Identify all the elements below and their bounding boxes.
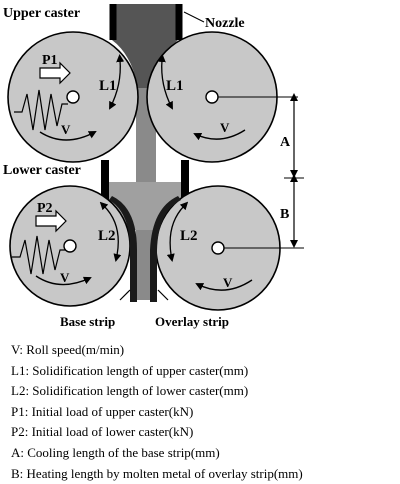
lower-spring-icon: [12, 235, 66, 275]
v-label-lower-right: V: [223, 275, 233, 290]
nozzle-label: Nozzle: [205, 16, 245, 31]
legend-line-p1: P1: Initial load of upper caster(kN): [11, 403, 194, 419]
lower-right-wall: [181, 160, 189, 200]
upper-left-roll-center: [66, 90, 80, 104]
l2-left-arrow: [99, 201, 122, 262]
legend-line-p2: P2: Initial load of lower caster(kN): [11, 424, 194, 440]
overlay-strip-label: Overlay strip: [155, 314, 229, 329]
v-label-upper-left: V: [61, 122, 71, 137]
v-label-upper-right: V: [220, 120, 230, 135]
base-strip: [109, 196, 137, 302]
legend-line-a: A: Cooling length of the base strip(mm): [11, 444, 220, 460]
upper-spring-icon: [14, 89, 68, 131]
legend-line-v: V: Roll speed(m/min): [11, 342, 125, 357]
l2-right-label: L2: [180, 228, 198, 244]
legend-line-b: B: Heating length by molten metal of ove…: [11, 465, 303, 481]
l1-right-arrow: [157, 54, 173, 110]
nozzle: [112, 4, 178, 88]
rotation-arrow-lower-right: [195, 279, 253, 291]
legend-line-l2: L2: Solidification length of lower caste…: [11, 383, 249, 399]
l1-right-label: L1: [166, 78, 184, 94]
flow-arrow-right: [157, 289, 169, 301]
legend-line-l1: L1: Solidification length of upper caste…: [11, 362, 249, 378]
lower-left-roll-center: [63, 239, 77, 253]
v-label-lower-left: V: [60, 270, 70, 285]
p1-arrow-icon: [39, 61, 71, 85]
p2-arrow-icon: [35, 209, 67, 233]
legend: V: Roll speed(m/min) L1: Solidification …: [11, 340, 396, 484]
lower-right-roll-center: [211, 241, 225, 255]
twin-roll-caster-diagram: Upper caster Lower caster Nozzle Base st…: [3, 4, 304, 329]
upper-caster-label: Upper caster: [3, 6, 80, 21]
dim-b-label: B: [280, 207, 289, 222]
dim-a-label: A: [280, 135, 291, 150]
l1-left-arrow: [109, 54, 125, 110]
base-strip-label: Base strip: [60, 314, 115, 329]
p1-label: P1: [42, 53, 58, 68]
upper-right-roll-center: [205, 90, 219, 104]
nozzle-leader: [183, 11, 205, 23]
p2-label: P2: [37, 201, 53, 216]
l2-right-arrow: [166, 201, 189, 262]
flow-arrow-left: [119, 289, 131, 301]
rotation-arrow-upper-left: [39, 131, 97, 141]
lower-caster-label: Lower caster: [3, 163, 81, 178]
rotation-arrow-upper-right: [193, 129, 246, 141]
overlay-strip: [150, 196, 181, 302]
l1-left-label: L1: [99, 78, 117, 94]
lower-left-wall: [101, 160, 109, 224]
rotation-arrow-lower-left: [35, 275, 92, 286]
l2-left-label: L2: [98, 228, 116, 244]
